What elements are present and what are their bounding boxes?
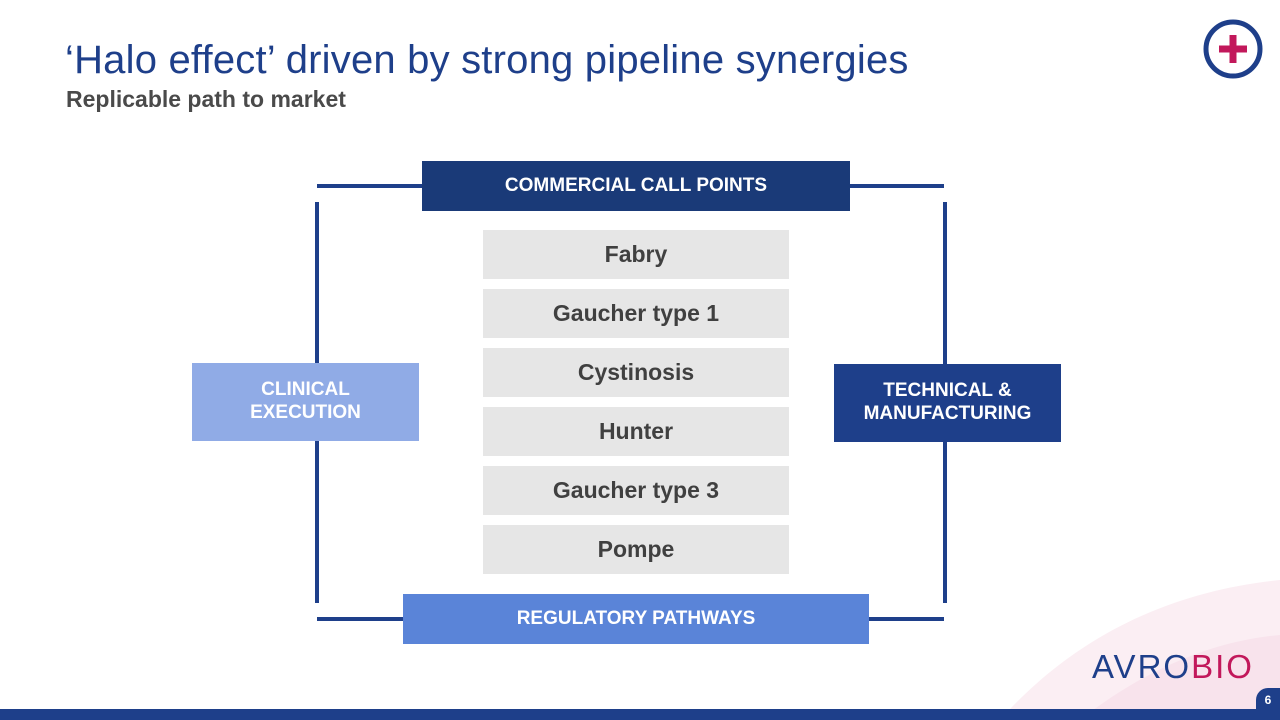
clinical-execution-box: CLINICAL EXECUTION (192, 363, 419, 441)
decorative-swoosh (1000, 580, 1280, 720)
disease-item-gaucher-type-3: Gaucher type 3 (483, 466, 789, 515)
clinical-execution-label-line2: EXECUTION (250, 402, 361, 423)
disease-item-hunter: Hunter (483, 407, 789, 456)
disease-item-fabry: Fabry (483, 230, 789, 279)
page-title: ‘Halo effect’ driven by strong pipeline … (65, 38, 909, 82)
frame-line-top-right (849, 184, 944, 188)
technical-manufacturing-box: TECHNICAL & MANUFACTURING (834, 364, 1061, 442)
page-number: 6 (1256, 688, 1280, 720)
logo-text-bio: BIO (1191, 648, 1254, 685)
disease-item-gaucher-type-1: Gaucher type 1 (483, 289, 789, 338)
frame-line-right-upper (943, 202, 947, 364)
disease-item-pompe: Pompe (483, 525, 789, 574)
disease-item-cystinosis: Cystinosis (483, 348, 789, 397)
frame-line-left-upper (315, 202, 319, 363)
clinical-execution-label-line1: CLINICAL (261, 379, 350, 401)
logo-text-avro: AVRO (1092, 648, 1192, 685)
commercial-call-points-box: COMMERCIAL CALL POINTS (422, 161, 850, 211)
frame-line-top-left (317, 184, 423, 188)
technical-manufacturing-label-line1: TECHNICAL & (883, 380, 1012, 402)
frame-line-bottom-left (317, 617, 404, 621)
footer-bar (0, 709, 1280, 720)
frame-line-left-lower (315, 441, 319, 603)
frame-line-right-lower (943, 442, 947, 603)
page-subtitle: Replicable path to market (66, 86, 346, 112)
technical-manufacturing-label-line2: MANUFACTURING (863, 403, 1032, 424)
regulatory-pathways-box: REGULATORY PATHWAYS (403, 594, 869, 644)
frame-line-bottom-right (868, 617, 944, 621)
plus-circle-icon (1203, 19, 1263, 79)
